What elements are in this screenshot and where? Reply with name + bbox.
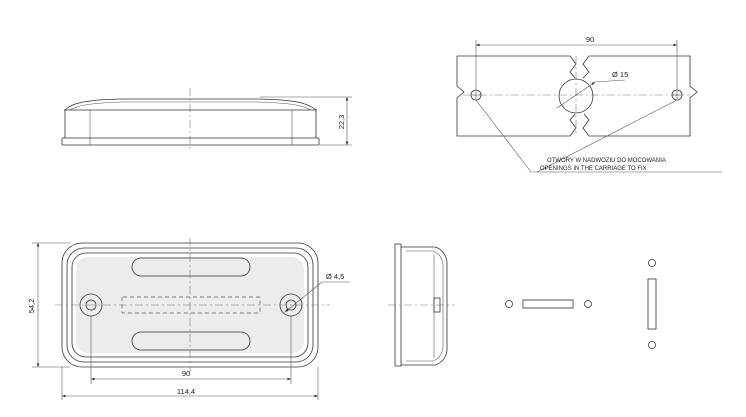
mounting-plate-view [456,40,722,173]
dim-hole-front: Ø 4,5 [326,272,344,281]
note-mounting-en: OPENINGS IN THE CARRIAGE TO FIX [540,166,647,172]
hole-layout-vertical [647,259,657,349]
end-view [388,243,455,367]
note-mounting-pl: OTWORY W NADWOZIU DO MOCOWANIA [547,158,666,164]
dim-height-front: 54,2 [27,299,36,314]
hole-layout-horizontal [505,299,592,309]
dim-hole-center: Ø 15 [612,70,628,79]
dim-width-outer: 114,4 [177,387,195,396]
dim-height-side: 22,3 [337,115,346,130]
side-view [61,88,352,150]
dim-hole-spacing-top: 90 [586,35,594,44]
front-view [32,238,350,400]
dim-width-inner: 90 [182,369,190,378]
